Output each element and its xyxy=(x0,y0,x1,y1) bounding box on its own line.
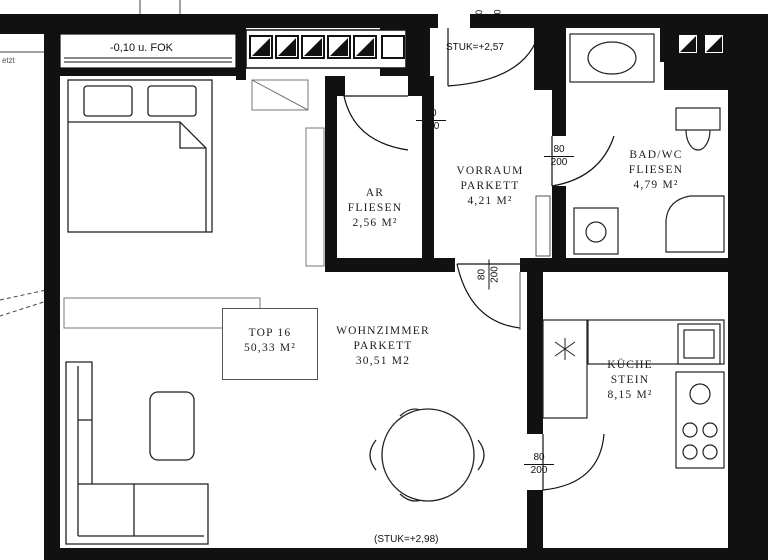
room-label-vorraum: VORRAUM PARKETT 4,21 M² xyxy=(440,164,540,209)
room-label-ar: AR FLIESEN 2,56 M² xyxy=(330,186,420,231)
door-height: 200 xyxy=(489,266,501,283)
door-dim-kueche: 80 200 xyxy=(524,452,554,477)
unit-area: 50,33 M² xyxy=(243,342,297,354)
door-width: 80 xyxy=(416,108,446,121)
unit-label: TOP 16 50,33 M² xyxy=(222,326,318,356)
dining-table xyxy=(369,408,485,502)
room-name: AR xyxy=(365,187,385,199)
walls xyxy=(0,14,768,560)
service-shafts xyxy=(245,29,725,69)
neighbor-lines xyxy=(0,0,181,317)
bathroom-fixtures xyxy=(569,33,725,255)
room-name: BAD/WC xyxy=(629,149,683,161)
door-width: 80 xyxy=(544,144,574,157)
room-label-bad: BAD/WC FLIESEN 4,79 M² xyxy=(604,148,708,193)
room-floor: STEIN xyxy=(610,374,650,386)
door-height: 200 xyxy=(422,121,440,132)
room-name: KÜCHE xyxy=(607,359,653,371)
door-dim-vorraum: 80 200 xyxy=(476,259,502,290)
sofa xyxy=(65,361,209,545)
window-dim-b: 250 xyxy=(492,9,503,25)
door-width: 80 xyxy=(524,452,554,465)
window-dim-a: 110 xyxy=(474,9,485,25)
fragment-left-label: etzt xyxy=(2,56,15,65)
stuk-bottom-label: (STUK=+2,98) xyxy=(374,534,439,545)
room-area: 8,15 M² xyxy=(607,389,653,401)
stuk-top-label: STUK=+2,57 xyxy=(446,42,504,53)
room-label-kueche: KÜCHE STEIN 8,15 M² xyxy=(586,358,674,403)
door-height: 200 xyxy=(530,465,548,476)
window-level-label: -0,10 u. FOK xyxy=(110,42,173,54)
room-area: 4,21 M² xyxy=(467,195,513,207)
room-floor: FLIESEN xyxy=(347,202,403,214)
door-height: 200 xyxy=(550,157,568,168)
room-label-wohnzimmer: WOHNZIMMER PARKETT 30,51 M2 xyxy=(318,324,448,369)
room-floor: FLIESEN xyxy=(628,164,684,176)
wardrobe xyxy=(251,79,325,267)
door-dim-bad: 80 200 xyxy=(544,144,574,169)
room-area: 2,56 M² xyxy=(352,217,398,229)
room-floor: PARKETT xyxy=(460,180,520,192)
room-name: VORRAUM xyxy=(456,165,524,177)
unit-name: TOP 16 xyxy=(248,327,292,339)
room-area: 30,51 M2 xyxy=(355,355,411,367)
door-dim-ar: 80 200 xyxy=(416,108,446,133)
room-area: 4,79 M² xyxy=(633,179,679,191)
door-swings xyxy=(343,27,615,491)
door-width: 80 xyxy=(476,259,490,290)
room-floor: PARKETT xyxy=(353,340,413,352)
partition-lines xyxy=(519,195,551,330)
room-name: WOHNZIMMER xyxy=(336,325,430,337)
kitchen-fixtures xyxy=(542,319,725,469)
bed xyxy=(67,79,213,233)
unit-label-box xyxy=(222,308,318,380)
window-top xyxy=(59,33,237,69)
